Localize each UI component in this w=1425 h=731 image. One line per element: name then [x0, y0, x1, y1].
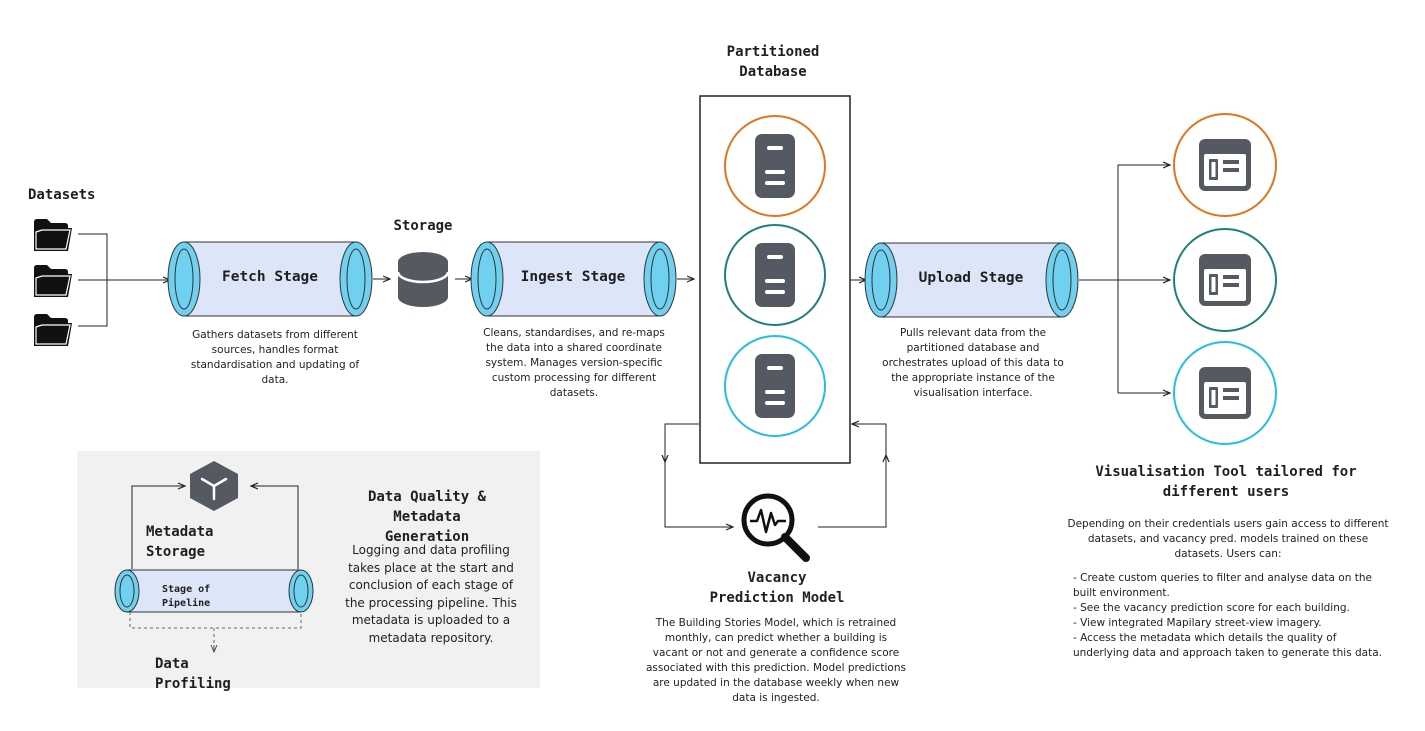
database-icon [396, 252, 450, 307]
folder-icon [33, 264, 73, 298]
magnifier-waveform-icon [741, 493, 810, 562]
fetch-cylinder [167, 241, 373, 317]
metadata-storage-label: Metadata Storage [146, 524, 214, 560]
datasets-connector [78, 233, 170, 327]
server-icon [755, 354, 795, 418]
vacancy-caption: The Building Stories Model, which is ret… [646, 617, 906, 704]
upload-caption: Pulls relevant data from the partitioned… [882, 327, 1064, 399]
vis-tool-bullet: - View integrated Mapilary street-view i… [1073, 617, 1322, 629]
vis-tool-bullet: - Create custom queries to filter and an… [1073, 572, 1372, 599]
data-profiling-label: Data Profiling [155, 656, 231, 692]
upload-fanout [1079, 165, 1170, 393]
fetch-stage-label: Fetch Stage [221, 269, 319, 285]
datasets-title: Datasets [28, 187, 96, 203]
storage-title: Storage [393, 218, 453, 234]
dashboard-window-icon [1199, 139, 1251, 191]
vacancy-title: Vacancy Prediction Model [709, 570, 845, 606]
folder-icon [33, 218, 73, 252]
server-icon [755, 243, 795, 307]
stage-of-pipeline-cylinder [114, 569, 314, 613]
metadata-loop [131, 486, 299, 569]
upload-cylinder [864, 242, 1079, 318]
quality-title: Data Quality & Metadata Generation [367, 489, 486, 545]
fetch-caption: Gathers datasets from different sources,… [190, 329, 360, 386]
vis-tool-bullet: - Access the metadata which details the … [1073, 632, 1382, 659]
ingest-caption: Cleans, standardises, and re-maps the da… [483, 327, 665, 399]
datasets-folders [33, 218, 73, 347]
server-icon [755, 134, 795, 198]
stage-of-pipeline-label: Stage of Pipeline [162, 584, 211, 609]
ingest-stage-label: Ingest Stage [520, 269, 626, 285]
folder-icon [33, 313, 73, 347]
dashboard-window-icon [1199, 367, 1251, 419]
vis-tool-title: Visualisation Tool tailored for differen… [1095, 464, 1357, 500]
upload-stage-label: Upload Stage [918, 270, 1024, 286]
cube-icon [190, 461, 238, 511]
dashboard-window-icon [1199, 254, 1251, 306]
vacancy-loop [665, 424, 886, 527]
vis-tool-intro: Depending on their credentials users gai… [1067, 518, 1389, 560]
ingest-cylinder [470, 241, 677, 317]
quality-body: Logging and data profiling takes place a… [345, 543, 517, 645]
vis-tool-bullet: - See the vacancy prediction score for e… [1073, 602, 1350, 614]
partitioned-db-title: Partitioned Database [726, 44, 820, 80]
vis-tool-bullets: - Create custom queries to filter and an… [1073, 571, 1393, 661]
